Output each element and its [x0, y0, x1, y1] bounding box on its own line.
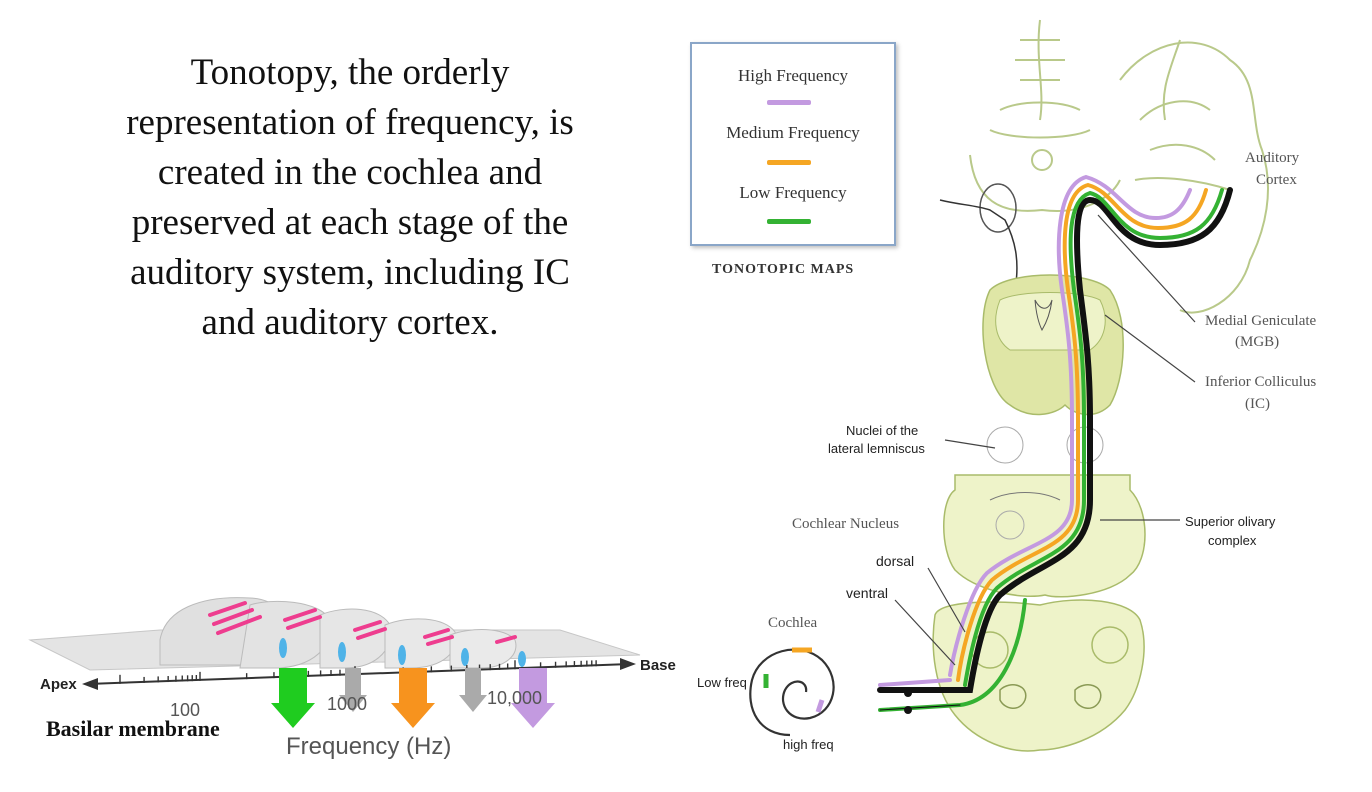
label-nll-2: lateral lemniscus [828, 441, 925, 456]
intro-paragraph: Tonotopy, the orderly representation of … [60, 48, 640, 348]
legend-swatch-low [767, 219, 811, 224]
label-cochlea: Cochlea [768, 615, 818, 631]
pons-shape [943, 474, 1146, 598]
label-mgb: Medial Geniculate [1205, 313, 1317, 329]
label-auditory-cortex: Auditory [1245, 150, 1300, 166]
label-soc: Superior olivary [1185, 514, 1276, 529]
tick-label-10000: 10,000 [487, 688, 543, 708]
label-ic-abbrev: (IC) [1245, 396, 1270, 412]
intro-line: representation of frequency, is [126, 102, 574, 143]
label-cochlear-nucleus: Cochlear Nucleus [792, 516, 900, 532]
frequency-arrow [339, 668, 367, 712]
label-ic: Inferior Colliculus [1205, 374, 1317, 390]
leader-mgb [1097, 214, 1196, 323]
legend-label-high: High Frequency [737, 66, 848, 85]
tick-label-100: 100 [170, 700, 201, 720]
frequency-arrow [511, 668, 555, 728]
leader-ic [1104, 314, 1196, 383]
base-arrowhead [620, 658, 636, 670]
frequency-arrow [271, 668, 315, 728]
label-mgb-abbrev: (MGB) [1235, 334, 1280, 350]
label-low-freq: Low freq [697, 675, 747, 690]
label-ventral: ventral [846, 585, 889, 601]
pink-stripes [208, 601, 517, 646]
frequency-arrow [391, 668, 435, 728]
frequency-arrows [271, 668, 555, 728]
label-dorsal: dorsal [876, 553, 915, 569]
intro-line: created in the cochlea and [157, 152, 543, 193]
label-nll: Nuclei of the [846, 423, 919, 438]
label-high-freq: high freq [783, 737, 834, 752]
frequency-axis-label: Frequency (Hz) [286, 733, 452, 760]
legend-caption: TONOTOPIC MAPS [712, 262, 855, 277]
legend-swatch-high [767, 100, 811, 105]
pathway-bundle [877, 174, 1233, 714]
leader-dorsal [927, 567, 966, 633]
basilar-membrane-title: Basilar membrane [46, 716, 220, 741]
intro-line: auditory system, including IC [130, 252, 570, 293]
cortex-outline [969, 19, 1269, 314]
medulla-shape [932, 599, 1145, 752]
legend-swatch-medium [767, 160, 811, 165]
leader-ventral [894, 599, 956, 666]
left-input-fiber [939, 199, 1018, 291]
intro-line: preserved at each stage of the [131, 202, 569, 243]
legend-label-low: Low Frequency [739, 183, 847, 202]
label-apex: Apex [40, 676, 77, 693]
frequency-arrow [459, 668, 487, 712]
apex-arrowhead [82, 678, 98, 690]
tick-label-1000: 1000 [327, 694, 368, 714]
intro-line: Tonotopy, the orderly [190, 52, 510, 93]
label-soc-2: complex [1208, 533, 1257, 548]
intro-line: and auditory cortex. [201, 302, 499, 343]
cochlea-spiral [749, 647, 835, 737]
label-auditory-cortex-2: Cortex [1256, 172, 1297, 188]
legend-label-medium: Medium Frequency [726, 123, 860, 142]
label-base: Base [640, 657, 676, 674]
tonotopic-legend: High Frequency Medium Frequency Low Freq… [690, 42, 896, 246]
basilar-membrane-figure [28, 597, 641, 728]
hair-cells [279, 638, 526, 667]
leader-nll [944, 439, 996, 449]
